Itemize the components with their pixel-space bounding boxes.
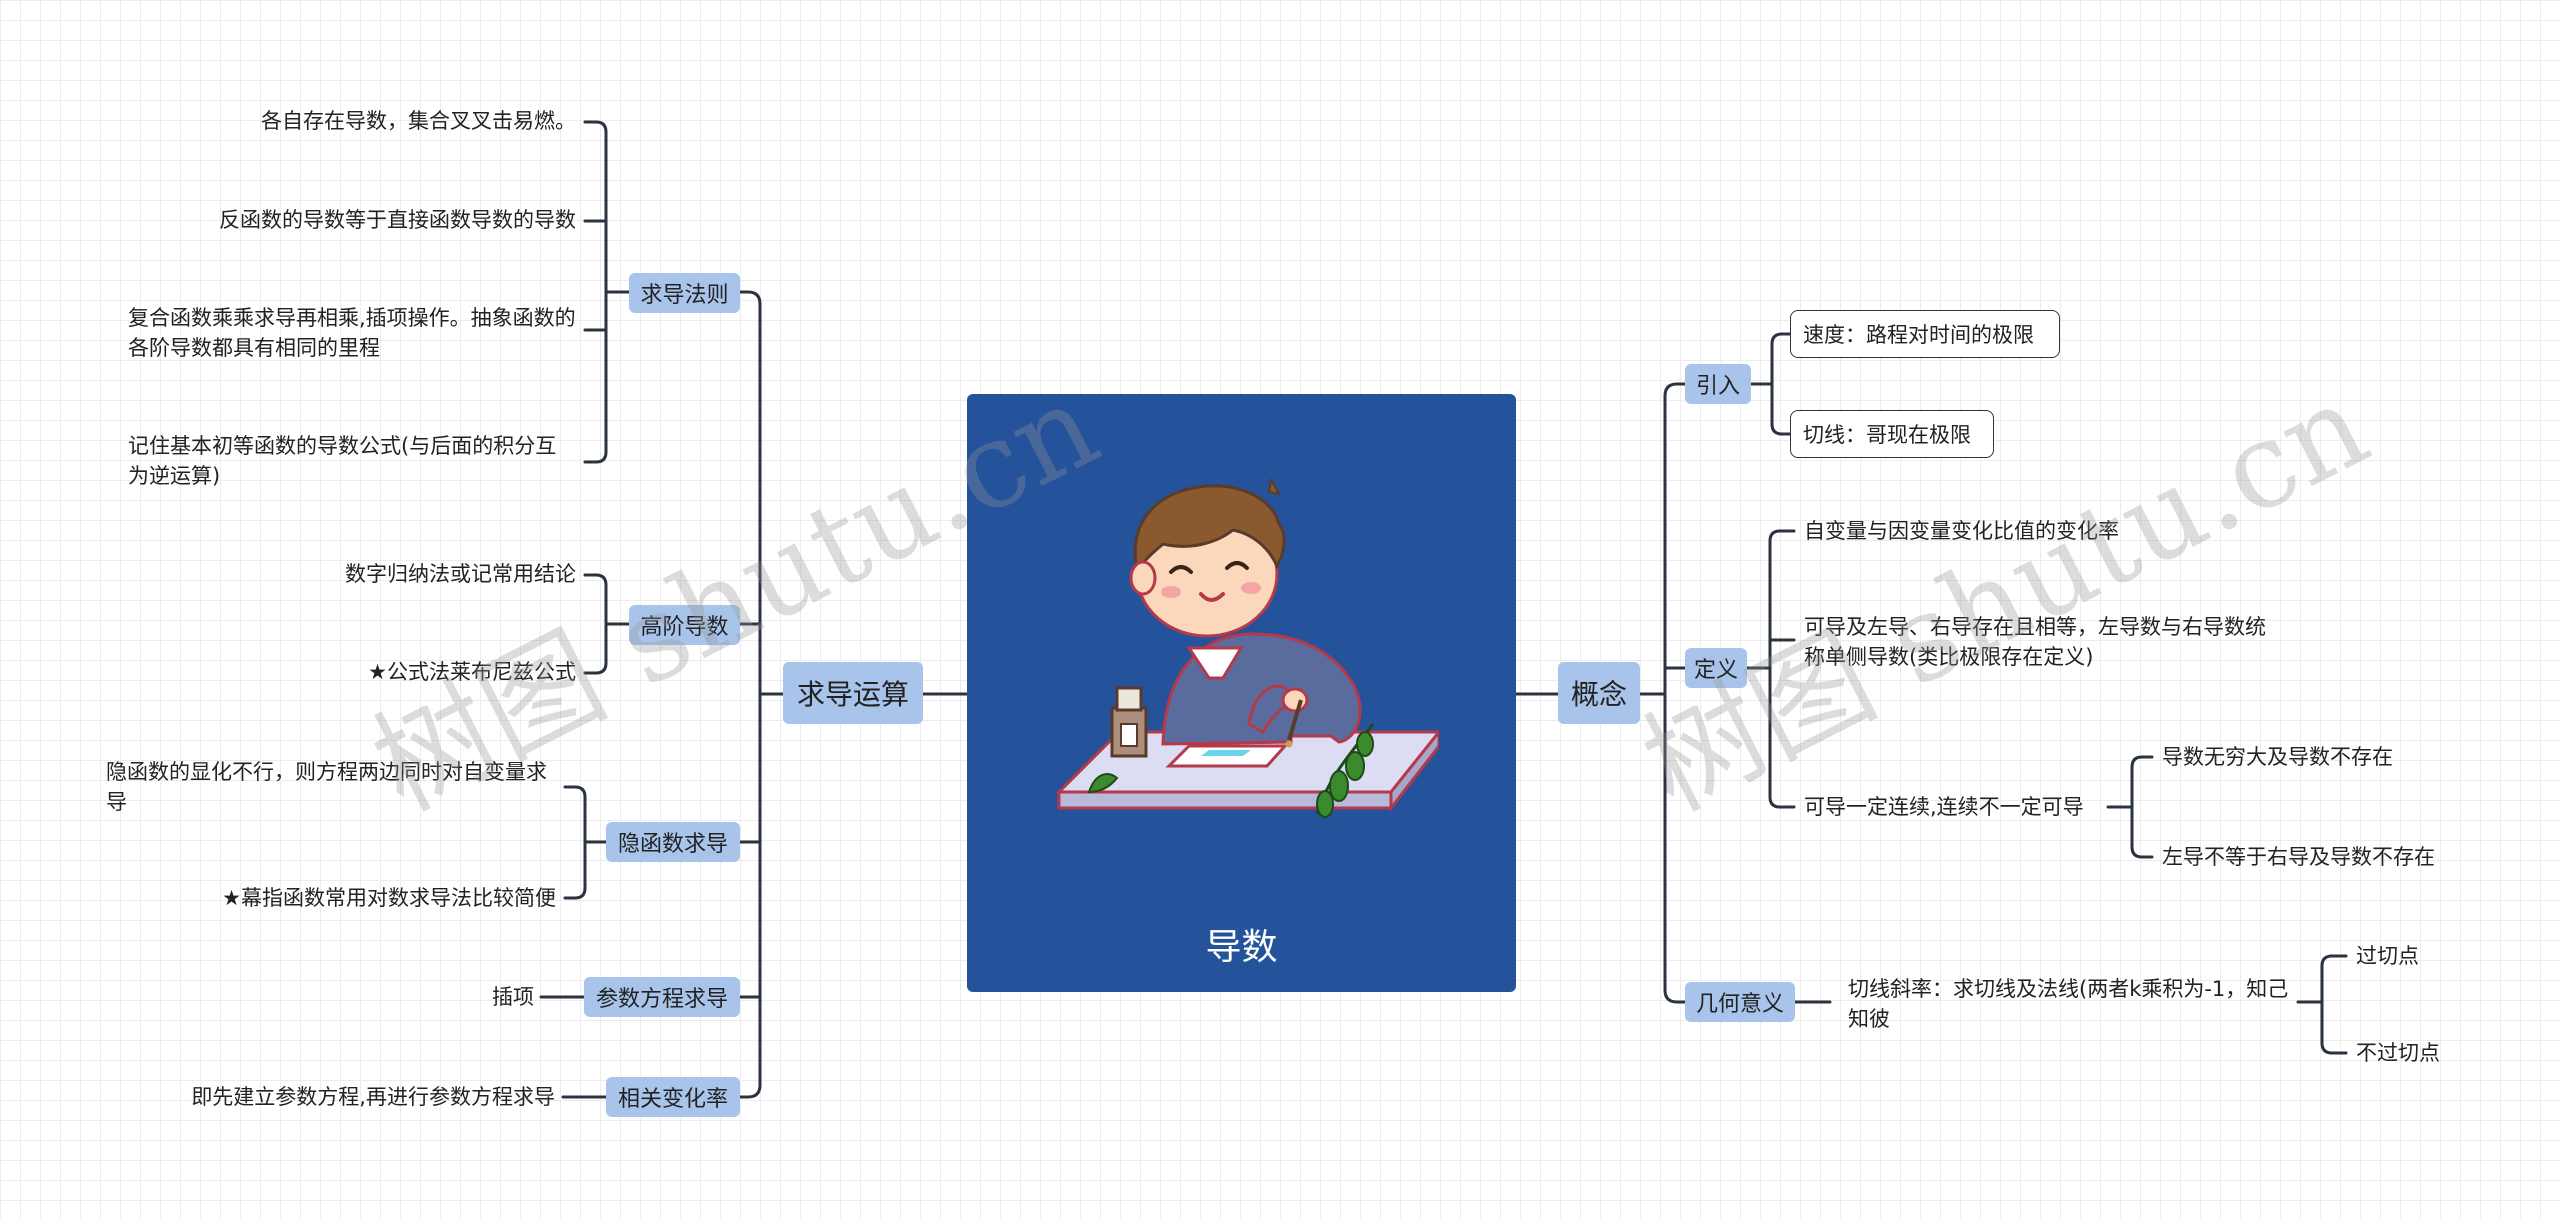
leaf-parametric-1: 插项 [492, 985, 534, 1009]
leaf-implicit-1: 隐函数的显化不行，则方程两边同时对自变量求导 [106, 760, 547, 814]
def-leaf-2: 可导及左导、右导存在且相等，左导数与右导数统称单侧导数(类比极限存在定义) [1804, 615, 2266, 669]
leaf-rules-2: 反函数的导数等于直接函数导数的导数 [219, 208, 576, 232]
node-higher-order[interactable]: 高阶导数 [629, 605, 740, 645]
intro-tangent-box: 切线：哥现在极限 [1790, 410, 1994, 458]
center-title: 导数 [1205, 927, 1278, 968]
leaf-rules-3: 复合函数乘乘求导再相乘,插项操作。抽象函数的各阶导数都具有相同的里程 [128, 306, 576, 360]
node-related-rates[interactable]: 相关变化率 [606, 1077, 740, 1117]
leaf-rules-1: 各自存在导数，集合叉叉击易燃。 [261, 109, 576, 133]
def-leaf-1: 自变量与因变量变化比值的变化率 [1804, 519, 2119, 543]
leaf-higher-1: 数字归纳法或记常用结论 [345, 562, 576, 586]
node-intro[interactable]: 引入 [1685, 364, 1751, 404]
geometry-sub-2: 不过切点 [2356, 1041, 2440, 1065]
center-topic-card[interactable]: 导数 [967, 394, 1516, 992]
leaf-implicit-2: ★幕指函数常用对数求导法比较简便 [222, 886, 556, 910]
main-node-derivative-ops[interactable]: 求导运算 [783, 662, 923, 724]
leaf-rules-4: 记住基本初等函数的导数公式(与后面的积分互为逆运算) [128, 434, 557, 488]
node-definition[interactable]: 定义 [1685, 648, 1747, 688]
leaf-higher-2: ★公式法莱布尼兹公式 [368, 660, 576, 684]
main-node-concept[interactable]: 概念 [1558, 662, 1640, 724]
node-rules[interactable]: 求导法则 [629, 273, 740, 313]
def-sub-2: 左导不等于右导及导数不存在 [2162, 845, 2435, 869]
boy-experiment-illustration [1055, 477, 1439, 818]
node-parametric[interactable]: 参数方程求导 [584, 977, 740, 1017]
def-leaf-3: 可导一定连续,连续不一定可导 [1804, 795, 2084, 819]
node-geometry[interactable]: 几何意义 [1685, 982, 1795, 1022]
intro-velocity-box: 速度：路程对时间的极限 [1790, 310, 2060, 358]
geometry-leaf: 切线斜率：求切线及法线(两者k乘积为-1，知己知彼 [1848, 977, 2289, 1031]
def-sub-1: 导数无穷大及导数不存在 [2162, 745, 2393, 769]
geometry-sub-1: 过切点 [2356, 944, 2419, 968]
node-implicit[interactable]: 隐函数求导 [606, 822, 740, 862]
leaf-related-1: 即先建立参数方程,再进行参数方程求导 [191, 1085, 555, 1109]
